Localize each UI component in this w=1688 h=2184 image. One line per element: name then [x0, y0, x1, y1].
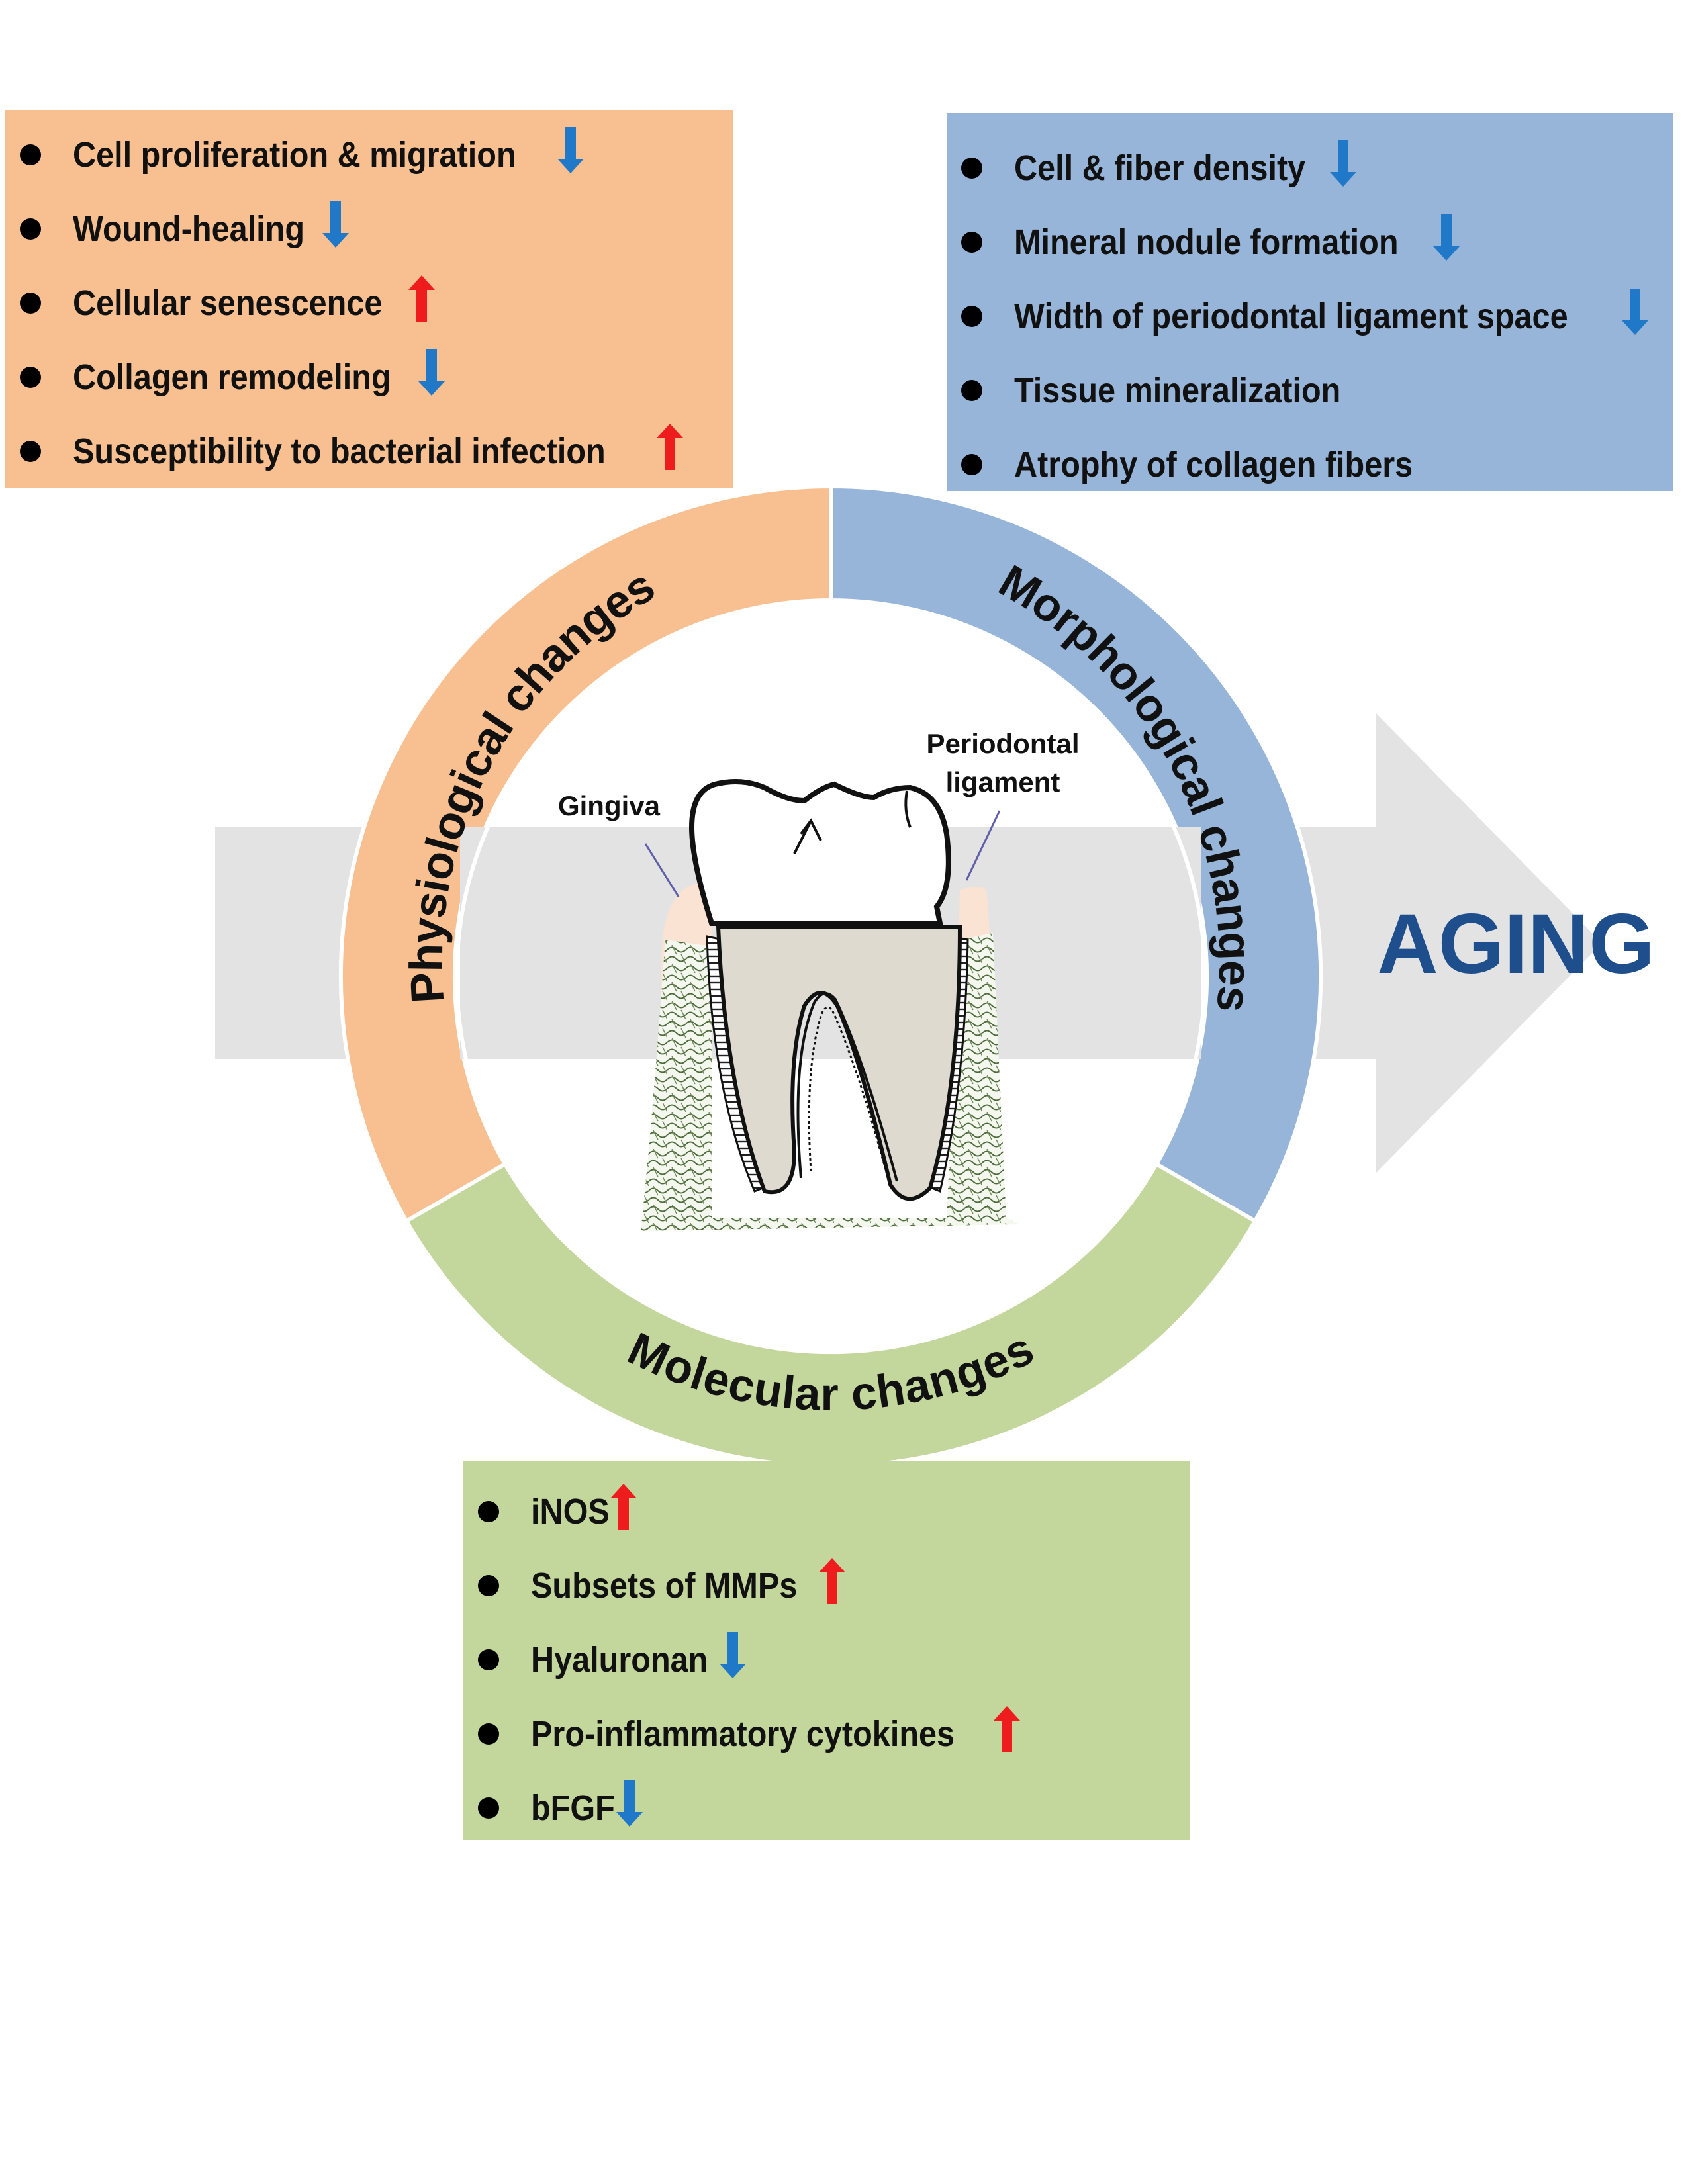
arrow-down-icon: [1620, 288, 1650, 345]
alveolar-bone: [641, 933, 1019, 1231]
bullet-icon: [478, 1723, 499, 1745]
bullet-icon: [20, 293, 41, 314]
item-text: Tissue mineralization: [1014, 371, 1341, 410]
tooth-pulp: [796, 992, 898, 1182]
bullet-icon: [961, 232, 982, 253]
bullet-icon: [961, 158, 982, 179]
list-item: Mineral nodule formation: [947, 214, 1461, 271]
morphological-changes-box: Cell & fiber density Mineral nodule form…: [947, 113, 1673, 491]
list-item: Subsets of MMPs: [463, 1557, 847, 1614]
tooth-crown: [688, 779, 951, 927]
arrow-up-icon: [407, 275, 436, 332]
arrow-down-icon: [718, 1631, 747, 1688]
list-item: Atrophy of collagen fibers: [947, 438, 1457, 491]
bullet-icon: [478, 1501, 499, 1522]
arrow-up-icon: [992, 1706, 1021, 1762]
item-text: Pro-inflammatory cytokines: [531, 1714, 955, 1754]
pdl-label-line1: Periodontal: [926, 728, 1079, 759]
item-text: Wound-healing: [73, 209, 305, 249]
aging-label: AGING: [1377, 897, 1655, 991]
item-text: Collagen remodeling: [73, 357, 391, 397]
list-item: Collagen remodeling: [5, 349, 446, 406]
bullet-icon: [961, 380, 982, 401]
item-text: Width of periodontal ligament space: [1014, 296, 1568, 336]
bullet-icon: [20, 218, 41, 240]
bullet-icon: [961, 306, 982, 327]
list-item: Pro-inflammatory cytokines: [463, 1706, 1021, 1762]
item-text: iNOS: [531, 1492, 610, 1531]
list-item: Hyaluronan: [463, 1631, 747, 1688]
list-item: Cellular senescence: [5, 275, 436, 332]
physiological-changes-box: Cell proliferation & migration Wound-hea…: [5, 110, 733, 488]
arrow-up-icon: [655, 423, 684, 480]
gingiva-leader-line: [644, 843, 680, 897]
arrow-up-icon: [609, 1483, 638, 1540]
molecular-changes-box: iNOS Subsets of MMPs Hyaluronan Pro-infl…: [463, 1461, 1190, 1840]
item-text: Hyaluronan: [531, 1640, 708, 1680]
tooth-illustration: [641, 779, 1019, 1231]
item-text: Subsets of MMPs: [531, 1566, 798, 1606]
bullet-icon: [478, 1649, 499, 1670]
item-text: Cellular senescence: [73, 283, 383, 323]
bullet-icon: [20, 367, 41, 388]
list-item: Susceptibility to bacterial infection: [5, 423, 684, 480]
arrow-down-icon: [615, 1780, 644, 1837]
item-text: bFGF: [531, 1788, 615, 1828]
arrow-down-icon: [1432, 214, 1461, 271]
list-item: bFGF: [463, 1780, 644, 1837]
gingiva-label: Gingiva: [558, 790, 661, 821]
arrow-down-icon: [321, 201, 350, 257]
item-text: Mineral nodule formation: [1014, 222, 1399, 262]
item-text: Susceptibility to bacterial infection: [73, 432, 606, 471]
list-item: iNOS: [463, 1483, 638, 1540]
bullet-icon: [478, 1797, 499, 1819]
item-text: Atrophy of collagen fibers: [1014, 445, 1413, 484]
list-item: Width of periodontal ligament space: [947, 288, 1650, 345]
arrow-down-icon: [417, 349, 446, 406]
bullet-icon: [961, 454, 982, 475]
bullet-icon: [478, 1575, 499, 1596]
bullet-icon: [20, 441, 41, 462]
arrow-down-icon: [1329, 140, 1358, 197]
arrow-up-icon: [818, 1557, 847, 1614]
list-item: Tissue mineralization: [947, 364, 1377, 417]
pdl-label-line2: ligament: [946, 766, 1060, 797]
list-item: Cell proliferation & migration: [5, 126, 585, 183]
arrow-down-icon: [556, 126, 585, 183]
ring-segment-molecular: [403, 1161, 1258, 1469]
list-item: Wound-healing: [5, 201, 350, 257]
item-text: Cell & fiber density: [1014, 148, 1306, 188]
bullet-icon: [20, 144, 41, 165]
list-item: Cell & fiber density: [947, 140, 1358, 197]
pdl-leader-line: [965, 810, 1001, 881]
item-text: Cell proliferation & migration: [73, 135, 516, 175]
